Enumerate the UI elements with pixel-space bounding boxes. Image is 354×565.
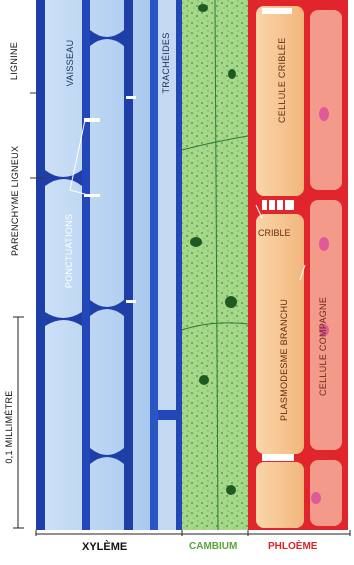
parenchyme-label: PARENCHYME LIGNEUX (10, 146, 20, 256)
cellule-compagne-label: CELLULE COMPAGNE (318, 306, 328, 396)
crible-label: CRIBLE (258, 228, 291, 238)
cellule-criblee-label: CELLULE CRIBLÉE (277, 43, 287, 123)
plasmodesme-label: PLASMODESME BRANCHU (279, 301, 289, 421)
xyleme-label: XYLÈME (82, 541, 127, 553)
ponctuations-label: PONCTUATIONS (64, 206, 74, 296)
cambium-label: CAMBIUM (189, 541, 237, 552)
lignine-label: LIGNINE (9, 31, 19, 91)
bottom-bracket (36, 530, 350, 536)
millimetre-label: 0,1 MILLIMÈTRE (4, 382, 14, 472)
cambium-region (182, 0, 248, 530)
phloem-region (248, 0, 348, 530)
phloeme-label: PHLOÈME (268, 541, 317, 552)
tracheides-label: TRACHÉIDES (161, 28, 171, 98)
vaisseau-label: VAISSEAU (65, 33, 75, 93)
